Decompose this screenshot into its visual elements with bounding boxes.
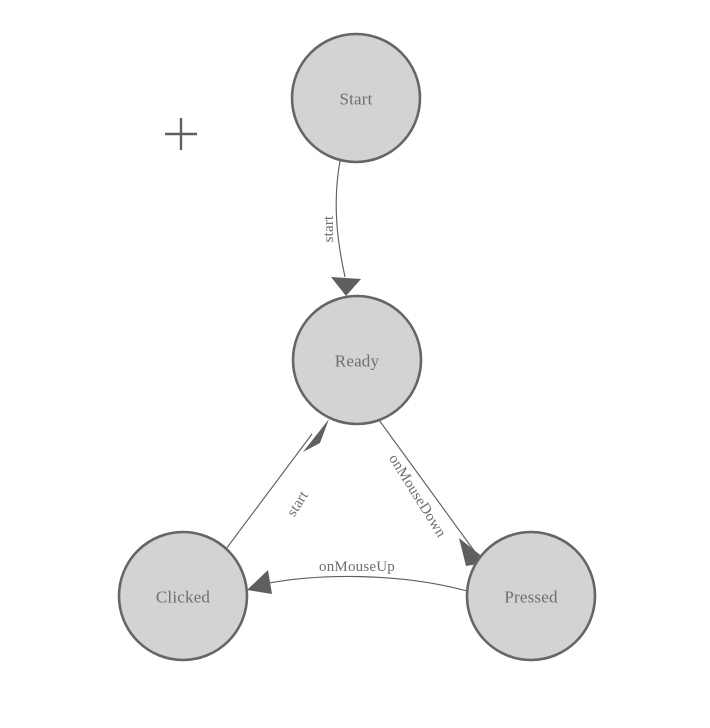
node-clicked[interactable]: Clicked [117,530,249,662]
edge-clicked-to-ready[interactable]: start [225,419,329,550]
edge-path-ready-to-pressed [378,419,476,553]
edge-label-start-to-ready: start [321,215,337,242]
edge-path-start-to-ready [335,160,346,278]
node-start-label: Start [339,90,372,109]
arrow-head-clicked-to-ready [303,419,329,452]
edge-pressed-to-clicked[interactable]: onMouseUp [247,559,468,594]
arrow-head-start-to-ready [331,277,361,296]
edge-path-clicked-to-ready [225,433,313,550]
node-ready-circle[interactable] [291,294,423,426]
edge-start-to-ready[interactable]: start [321,160,361,296]
node-pressed[interactable]: Pressed [465,530,597,662]
arrow-head-pressed-to-clicked [247,570,272,594]
node-ready-label: Ready [335,352,380,371]
node-pressed-label: Pressed [504,588,558,607]
edge-label-ready-to-pressed: onMouseDown [385,452,449,541]
edge-ready-to-pressed[interactable]: onMouseDown [378,419,489,566]
edge-label-pressed-to-clicked: onMouseUp [319,559,395,575]
node-start-circle[interactable] [290,32,422,164]
node-pressed-circle[interactable] [465,530,597,662]
node-clicked-circle[interactable] [117,530,249,662]
edge-label-clicked-to-ready: start [284,488,312,520]
crosshair-icon [165,118,197,150]
node-clicked-label: Clicked [156,588,211,607]
node-start[interactable]: Start [290,32,422,164]
edge-path-pressed-to-clicked [263,575,468,592]
node-ready[interactable]: Ready [291,294,423,426]
